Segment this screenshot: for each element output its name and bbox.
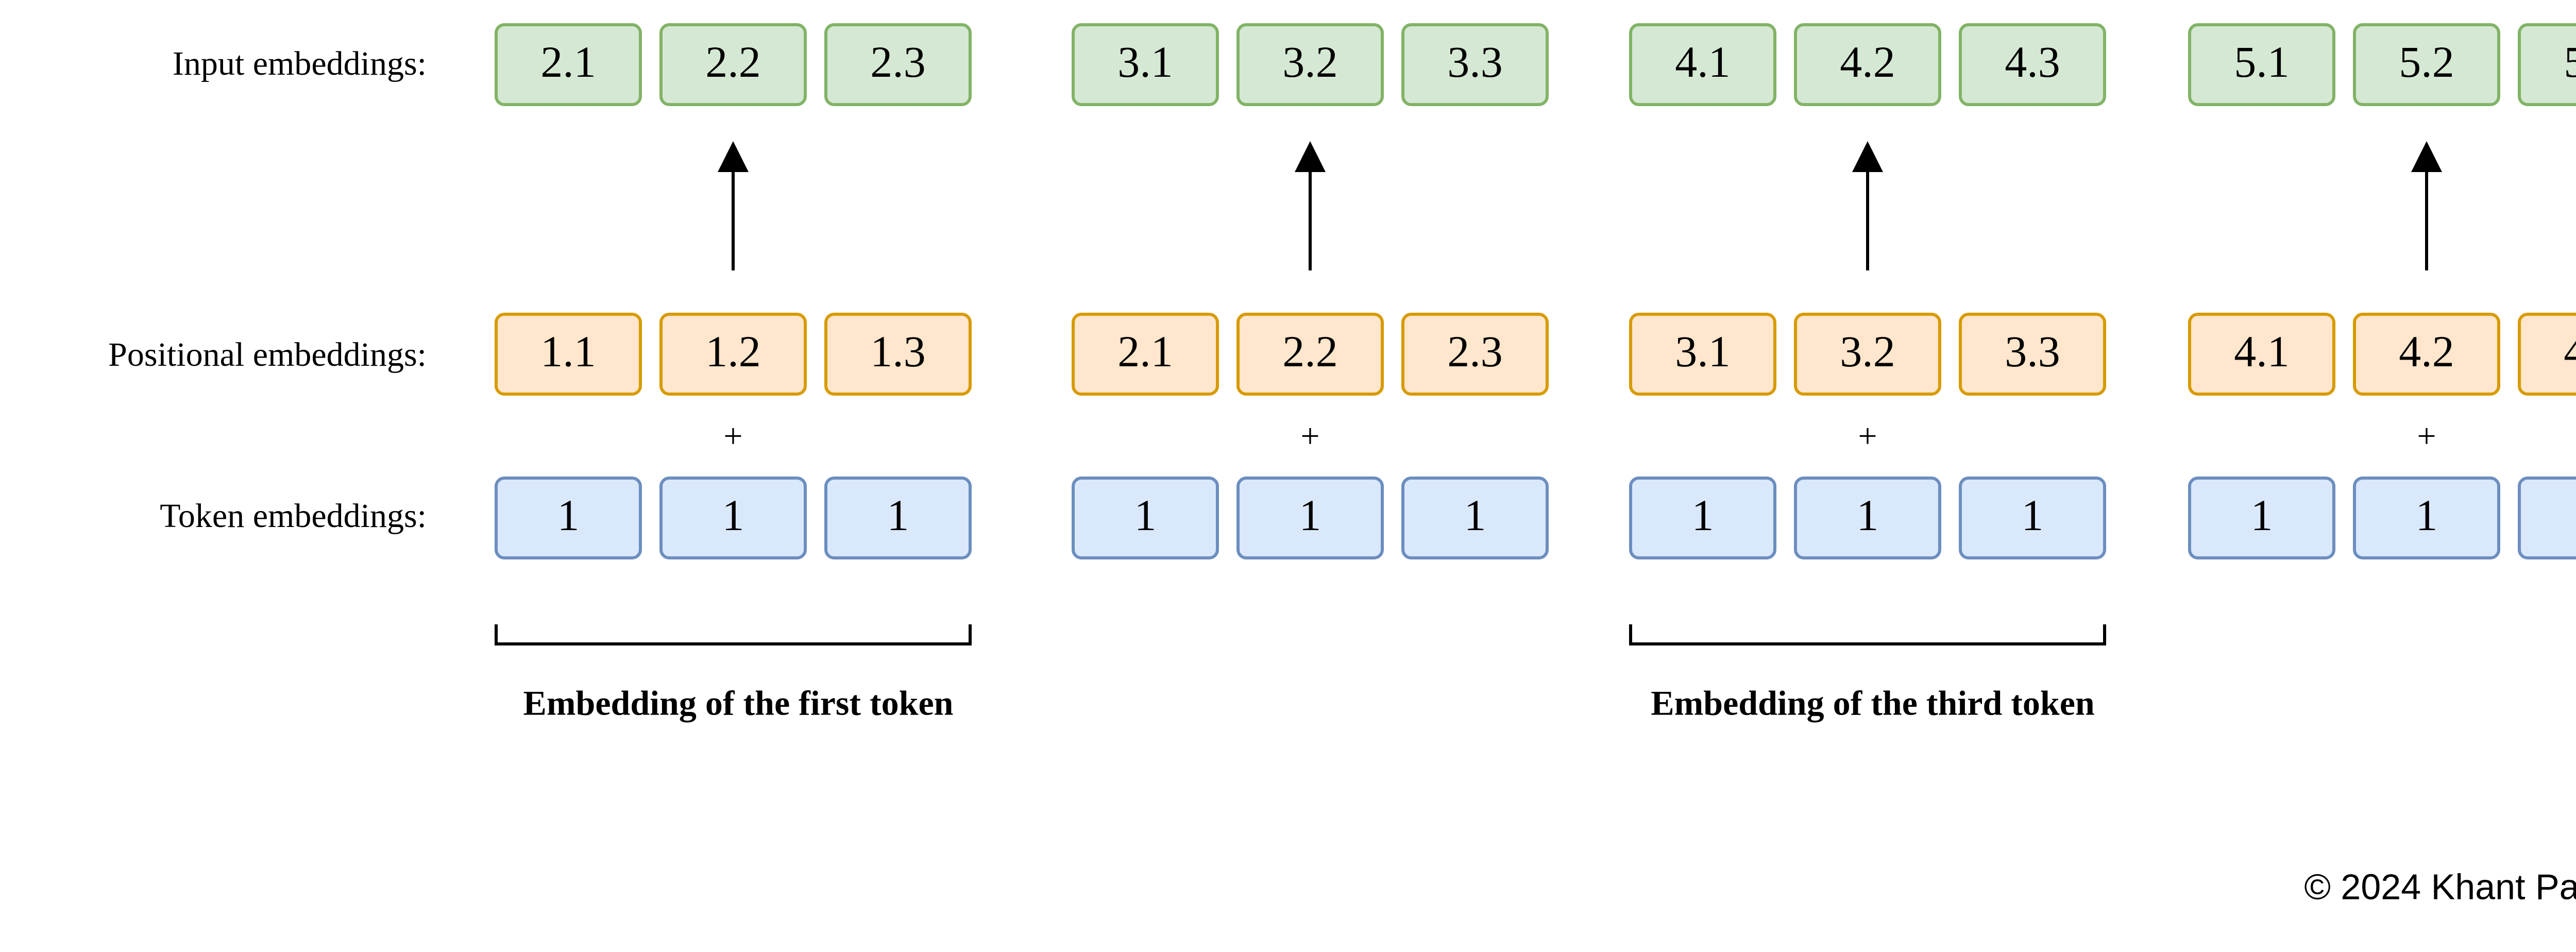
token-embedding-cell: [2353, 477, 2500, 559]
token-embedding-cell: [1629, 477, 1776, 559]
embedding-group-2: 3.1 3.2 3.3 2.1 2.2 2.3 1 1 1 +: [1072, 23, 1549, 559]
input-embedding-cell: [659, 23, 807, 106]
input-embedding-value: 4.1: [1675, 37, 1731, 87]
positional-embedding-cell: [1959, 313, 2106, 396]
copyright-notice: © 2024 Khant Paing: [2304, 866, 2576, 907]
token-embedding-cell: [2518, 477, 2576, 559]
token-bracket: [495, 624, 972, 645]
token-embedding-value: 1: [887, 490, 909, 540]
input-embedding-value: 4.3: [2005, 37, 2060, 87]
input-embedding-cell: [824, 23, 972, 106]
token-embedding-value: 1: [1857, 490, 1879, 540]
positional-embedding-cell: [1794, 313, 1941, 396]
input-embedding-value: 2.3: [870, 37, 926, 87]
positional-embedding-value: 3.2: [1840, 327, 1895, 376]
positional-embedding-cell: [1072, 313, 1219, 396]
token-embedding-cell: [495, 477, 642, 559]
positional-embedding-value: 1.3: [870, 327, 926, 376]
positional-embedding-cell: [495, 313, 642, 396]
token-embedding-value: 1: [557, 490, 580, 540]
token-embedding-cell: [1794, 477, 1941, 559]
positional-embedding-value: 2.3: [1447, 327, 1503, 376]
embedding-group-1: 2.1 2.2 2.3 1.1 1.2 1.3 1 1 1 +: [495, 23, 972, 559]
positional-embedding-value: 4.3: [2564, 327, 2576, 376]
token-embedding-value: 1: [2251, 490, 2273, 540]
input-embedding-cell: [1072, 23, 1219, 106]
embedding-groups: 2.1 2.2 2.3 1.1 1.2 1.3 1 1 1 +3.1 3.2 3.3 2.1 2.2 2.3…: [495, 23, 2576, 559]
input-embedding-cell: [2518, 23, 2576, 106]
input-embedding-value: 3.2: [1282, 37, 1338, 87]
input-embedding-value: 5.2: [2399, 37, 2454, 87]
input-embedding-value: 2.1: [540, 37, 596, 87]
positional-embedding-value: 1.1: [540, 327, 596, 376]
embedding-group-3: 4.1 4.2 4.3 3.1 3.2 3.3 1 1 1 +: [1629, 23, 2106, 559]
plus-sign: +: [723, 417, 742, 455]
input-embedding-cell: [1794, 23, 1941, 106]
token-embedding-value: 1: [2416, 490, 2438, 540]
positional-embedding-cell: [2518, 313, 2576, 396]
input-embedding-value: 4.2: [1840, 37, 1895, 87]
positional-embedding-cell: [824, 313, 972, 396]
input-embedding-value: 3.3: [1447, 37, 1503, 87]
input-embedding-cell: [495, 23, 642, 106]
input-embedding-value: 5.3: [2564, 37, 2576, 87]
bracket-caption: Embedding of the first token: [523, 684, 954, 723]
positional-embedding-cell: [1629, 313, 1776, 396]
positional-embedding-value: 1.2: [705, 327, 761, 376]
input-embedding-cell: [1629, 23, 1776, 106]
token-bracket: [1629, 624, 2106, 645]
positional-embedding-value: 2.1: [1117, 327, 1173, 376]
positional-embedding-value: 4.1: [2234, 327, 2290, 376]
positional-embedding-cell: [2188, 313, 2335, 396]
bracket-caption: Embedding of the third token: [1651, 684, 2094, 723]
token-embedding-value: 1: [1464, 490, 1486, 540]
positional-embedding-value: 2.2: [1282, 327, 1338, 376]
token-embedding-value: 1: [2022, 490, 2044, 540]
input-embedding-cell: [1959, 23, 2106, 106]
positional-embedding-value: 3.1: [1675, 327, 1731, 376]
plus-sign: +: [1858, 417, 1877, 455]
input-embedding-value: 2.2: [705, 37, 761, 87]
token-embedding-cell: [1236, 477, 1384, 559]
input-embedding-cell: [1401, 23, 1549, 106]
token-embedding-cell: [2188, 477, 2335, 559]
positional-embedding-cell: [659, 313, 807, 396]
token-embedding-value: 1: [722, 490, 744, 540]
plus-sign: +: [1300, 417, 1319, 455]
input-embedding-value: 5.1: [2234, 37, 2290, 87]
token-embeddings-label: Token embeddings:: [160, 497, 427, 535]
token-embedding-cell: [824, 477, 972, 559]
input-embedding-value: 3.1: [1117, 37, 1173, 87]
token-brackets: Embedding of the first token Embedding of…: [495, 624, 2106, 723]
positional-embedding-value: 3.3: [2005, 327, 2060, 376]
plus-sign: +: [2417, 417, 2436, 455]
input-embeddings-label: Input embeddings:: [173, 45, 427, 82]
positional-embedding-cell: [2353, 313, 2500, 396]
input-embedding-cell: [1236, 23, 1384, 106]
token-embedding-value: 1: [1299, 490, 1321, 540]
token-embedding-cell: [1959, 477, 2106, 559]
positional-embedding-cell: [1401, 313, 1549, 396]
token-embedding-cell: [659, 477, 807, 559]
token-embedding-cell: [1401, 477, 1549, 559]
input-embedding-cell: [2353, 23, 2500, 106]
token-embedding-value: 1: [1692, 490, 1714, 540]
input-embedding-cell: [2188, 23, 2335, 106]
token-embedding-value: 1: [1134, 490, 1157, 540]
token-embedding-cell: [1072, 477, 1219, 559]
positional-embedding-value: 4.2: [2399, 327, 2454, 376]
positional-embeddings-label: Positional embeddings:: [108, 336, 427, 373]
positional-embedding-cell: [1236, 313, 1384, 396]
